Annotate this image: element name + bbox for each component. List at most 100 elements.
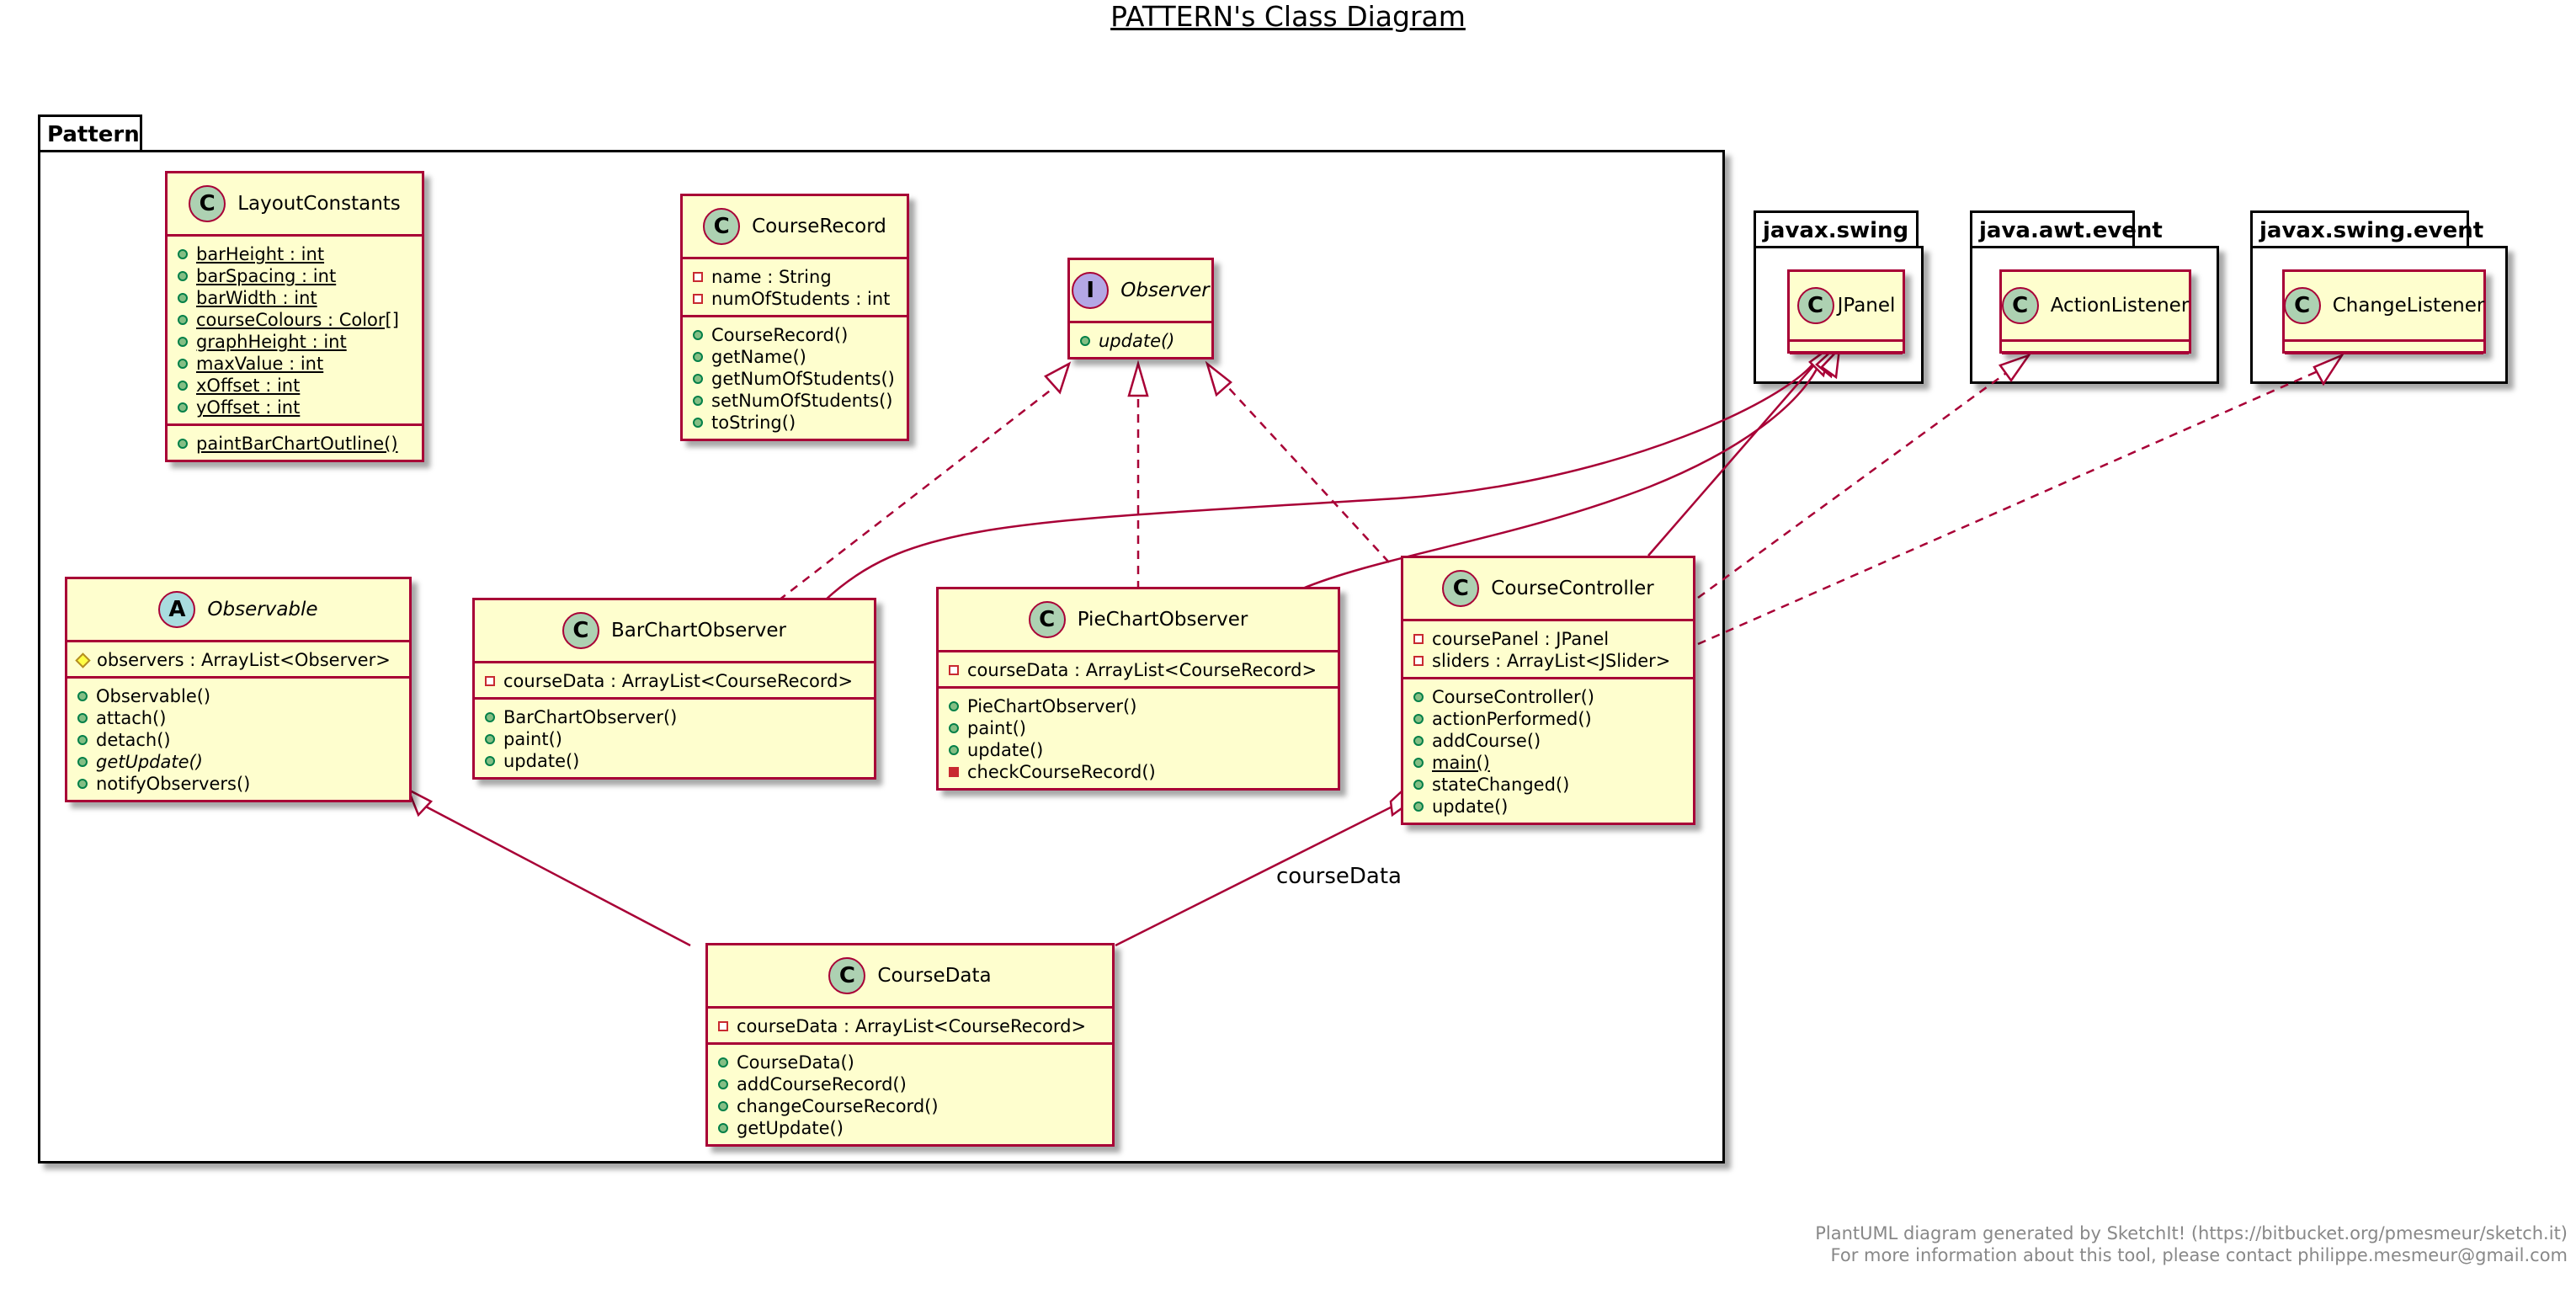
class-course-data[interactable]: C CourseData courseData : ArrayList<Cours…	[705, 943, 1115, 1147]
fields-section: observers : ArrayList<Observer>	[67, 642, 409, 679]
method: attach()	[96, 708, 167, 728]
method: addCourseRecord()	[737, 1074, 907, 1094]
method: update()	[967, 740, 1044, 760]
methods-section: paintBarChartOutline()	[168, 426, 422, 460]
class-name: CourseRecord	[752, 216, 886, 237]
class-icon: C	[828, 957, 866, 994]
class-course-controller[interactable]: C CourseController coursePanel : JPanel s…	[1401, 556, 1695, 825]
class-name: CourseData	[877, 965, 992, 987]
fields-section	[2285, 342, 2483, 354]
method: toString()	[711, 413, 796, 433]
class-icon: C	[2001, 287, 2039, 324]
method: addCourse()	[1432, 731, 1541, 751]
public-icon	[1413, 801, 1424, 812]
interface-name: Observer	[1120, 280, 1210, 301]
field: barSpacing : int	[196, 266, 337, 286]
field: xOffset : int	[196, 375, 301, 396]
public-icon	[485, 756, 495, 766]
public-icon	[693, 374, 703, 384]
method: BarChartObserver()	[503, 707, 678, 727]
fields-section: courseData : ArrayList<CourseRecord>	[708, 1009, 1112, 1045]
class-icon: C	[562, 612, 599, 649]
public-icon	[178, 359, 188, 369]
fields-section: courseData : ArrayList<CourseRecord>	[939, 652, 1338, 689]
method: main()	[1432, 753, 1490, 773]
footer-line-1: PlantUML diagram generated by SketchIt! …	[1815, 1223, 2568, 1243]
public-icon	[1080, 336, 1090, 346]
diagram-title: PATTERN's Class Diagram	[1110, 0, 1466, 33]
method: getUpdate()	[737, 1118, 844, 1138]
public-icon	[949, 723, 959, 733]
private-icon	[718, 1021, 728, 1031]
field: barHeight : int	[196, 244, 325, 264]
method: getNumOfStudents()	[711, 369, 895, 389]
class-icon: C	[1796, 287, 1834, 324]
methods-section: Observable() attach() detach() getUpdate…	[67, 679, 409, 800]
public-icon	[77, 757, 88, 767]
public-icon	[718, 1079, 728, 1089]
field: courseData : ArrayList<CourseRecord>	[503, 671, 854, 691]
public-icon	[693, 330, 703, 340]
methods-section	[1790, 354, 1903, 365]
public-icon	[77, 735, 88, 745]
public-icon	[178, 439, 188, 449]
fields-section	[2002, 342, 2189, 354]
protected-icon	[75, 652, 91, 668]
class-name: PieChartObserver	[1077, 609, 1248, 631]
public-icon	[178, 249, 188, 259]
public-icon	[485, 712, 495, 722]
public-icon	[718, 1101, 728, 1111]
field: courseData : ArrayList<CourseRecord>	[967, 660, 1317, 680]
method: update()	[503, 751, 580, 771]
interface-icon: I	[1072, 272, 1110, 309]
method: getName()	[711, 347, 806, 367]
field: yOffset : int	[196, 397, 301, 418]
private-icon	[693, 294, 703, 304]
method: CourseData()	[737, 1052, 854, 1073]
method: paint()	[967, 718, 1026, 738]
method: getUpdate()	[96, 752, 203, 772]
class-name: CourseController	[1491, 578, 1654, 599]
field: courseColours : Color[]	[196, 310, 399, 330]
package-tab-javax-swing-event: javax.swing.event	[2250, 210, 2483, 246]
abstract-icon: A	[158, 591, 196, 628]
class-name: JPanel	[1837, 295, 1896, 317]
fields-section: courseData : ArrayList<CourseRecord>	[475, 663, 874, 700]
fields-section: coursePanel : JPanel sliders : ArrayList…	[1403, 621, 1693, 679]
public-icon	[77, 691, 88, 701]
public-icon	[178, 402, 188, 413]
method: paint()	[503, 729, 562, 749]
class-icon: C	[1442, 570, 1480, 607]
private-icon	[1413, 634, 1424, 644]
method: CourseController()	[1432, 687, 1594, 707]
class-icon: C	[189, 185, 226, 222]
public-icon	[77, 779, 88, 789]
method: actionPerformed()	[1432, 709, 1592, 729]
methods-section: CourseData() addCourseRecord() changeCou…	[708, 1045, 1112, 1144]
methods-section: CourseController() actionPerformed() add…	[1403, 679, 1693, 823]
fields-section: barHeight : int barSpacing : int barWidt…	[168, 237, 422, 426]
public-icon	[178, 315, 188, 325]
public-icon	[1413, 758, 1424, 768]
field: courseData : ArrayList<CourseRecord>	[737, 1016, 1087, 1036]
methods-section	[2002, 354, 2189, 365]
public-icon	[178, 293, 188, 303]
private-icon	[485, 676, 495, 686]
methods-section: PieChartObserver() paint() update() chec…	[939, 689, 1338, 788]
field: coursePanel : JPanel	[1432, 629, 1610, 649]
method: checkCourseRecord()	[967, 762, 1156, 782]
class-icon: C	[703, 208, 741, 245]
field: barWidth : int	[196, 288, 317, 308]
fields-section	[1790, 342, 1903, 354]
footer: PlantUML diagram generated by SketchIt! …	[1815, 1222, 2568, 1266]
